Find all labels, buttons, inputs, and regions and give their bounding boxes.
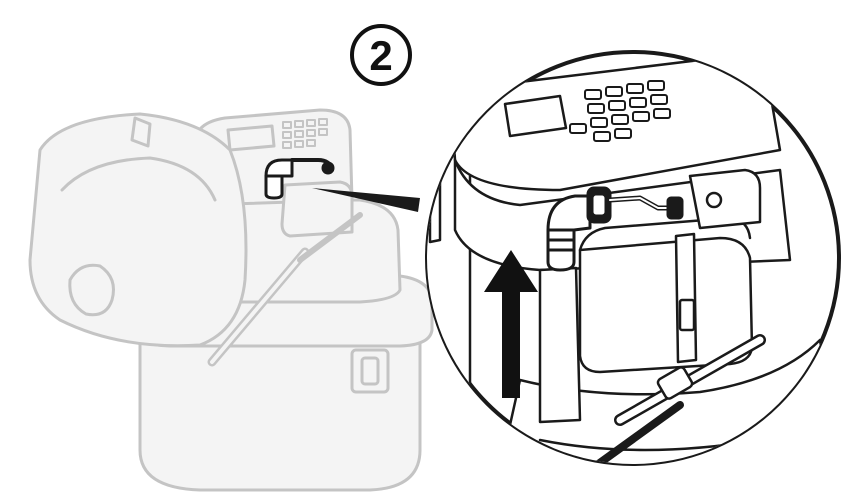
up-arrow-icon bbox=[484, 250, 538, 398]
sampler-base bbox=[138, 328, 422, 492]
elbow-fitting-large bbox=[546, 186, 684, 272]
battery-strap bbox=[674, 232, 698, 364]
controller-keypad-large bbox=[569, 80, 671, 142]
step-badge-circle bbox=[350, 24, 412, 86]
step-number: 2 bbox=[369, 32, 392, 79]
elbow-fitting-small bbox=[264, 158, 335, 200]
step-badge: 2 bbox=[350, 24, 412, 86]
zoom-detail bbox=[425, 50, 841, 466]
controller-keypad bbox=[282, 118, 328, 149]
controller-display-large bbox=[503, 94, 568, 138]
battery-block bbox=[578, 236, 754, 374]
sampler-lid bbox=[28, 112, 248, 348]
base-latch bbox=[350, 348, 390, 394]
lid-handle bbox=[68, 263, 115, 317]
controller-display bbox=[226, 124, 276, 152]
sampler-overview bbox=[28, 108, 434, 492]
battery-block-small bbox=[280, 180, 354, 238]
port-post bbox=[538, 266, 582, 424]
zoom-callout-wedge bbox=[312, 188, 420, 212]
